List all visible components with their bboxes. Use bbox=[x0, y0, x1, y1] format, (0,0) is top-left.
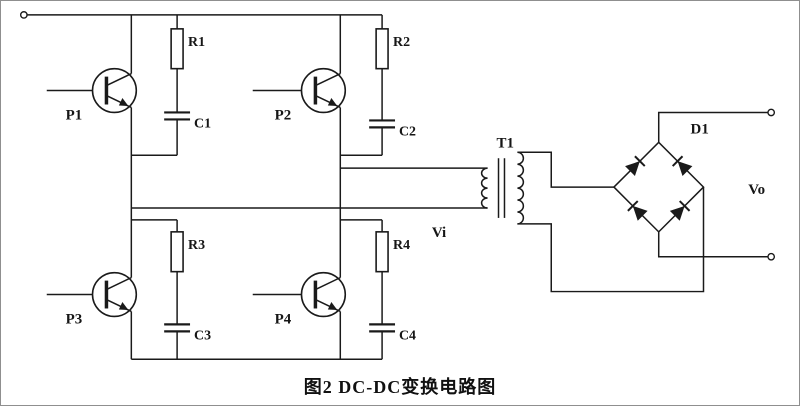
transistor-p4 bbox=[299, 270, 348, 319]
resistor-r1 bbox=[170, 28, 184, 70]
label-vi: Vi bbox=[432, 225, 446, 241]
label-t1: T1 bbox=[497, 135, 514, 151]
resistor-r3 bbox=[170, 231, 184, 273]
label-d1: D1 bbox=[691, 121, 709, 137]
label-r1: R1 bbox=[188, 35, 205, 50]
label-p4: P4 bbox=[275, 311, 292, 327]
wire-output-top bbox=[657, 111, 769, 143]
label-c2: C2 bbox=[399, 124, 416, 139]
diode-bridge-diamond bbox=[612, 141, 705, 233]
label-p2: P2 bbox=[275, 107, 292, 123]
label-r4: R4 bbox=[393, 238, 410, 253]
label-c3: C3 bbox=[194, 328, 211, 343]
wire-secondary-bottom bbox=[517, 187, 705, 293]
transistor-p2 bbox=[299, 66, 348, 115]
label-r3: R3 bbox=[188, 238, 205, 253]
label-c4: C4 bbox=[399, 328, 416, 343]
transformer-secondary-coil bbox=[517, 151, 525, 225]
figure-caption: 图2 DC-DC变换电路图 bbox=[303, 377, 497, 397]
wire-output-bottom bbox=[657, 231, 769, 258]
transformer-primary-coil bbox=[480, 167, 488, 209]
resistor-r4 bbox=[375, 231, 389, 273]
resistor-r2 bbox=[375, 28, 389, 70]
terminal-output-bottom bbox=[767, 252, 776, 261]
wire-secondary-top bbox=[517, 151, 614, 188]
capacitor-c4 bbox=[368, 323, 397, 333]
terminal-input-top bbox=[19, 11, 28, 19]
label-vo: Vo bbox=[748, 182, 765, 198]
capacitor-c1 bbox=[163, 111, 192, 121]
transistor-p3 bbox=[90, 270, 139, 319]
terminal-output-top bbox=[767, 108, 776, 117]
label-p1: P1 bbox=[66, 107, 83, 123]
label-p3: P3 bbox=[66, 311, 83, 327]
label-r2: R2 bbox=[393, 35, 410, 50]
label-c1: C1 bbox=[194, 116, 211, 131]
capacitor-c3 bbox=[163, 323, 192, 333]
capacitor-c2 bbox=[368, 119, 397, 129]
transistor-p1 bbox=[90, 66, 139, 115]
